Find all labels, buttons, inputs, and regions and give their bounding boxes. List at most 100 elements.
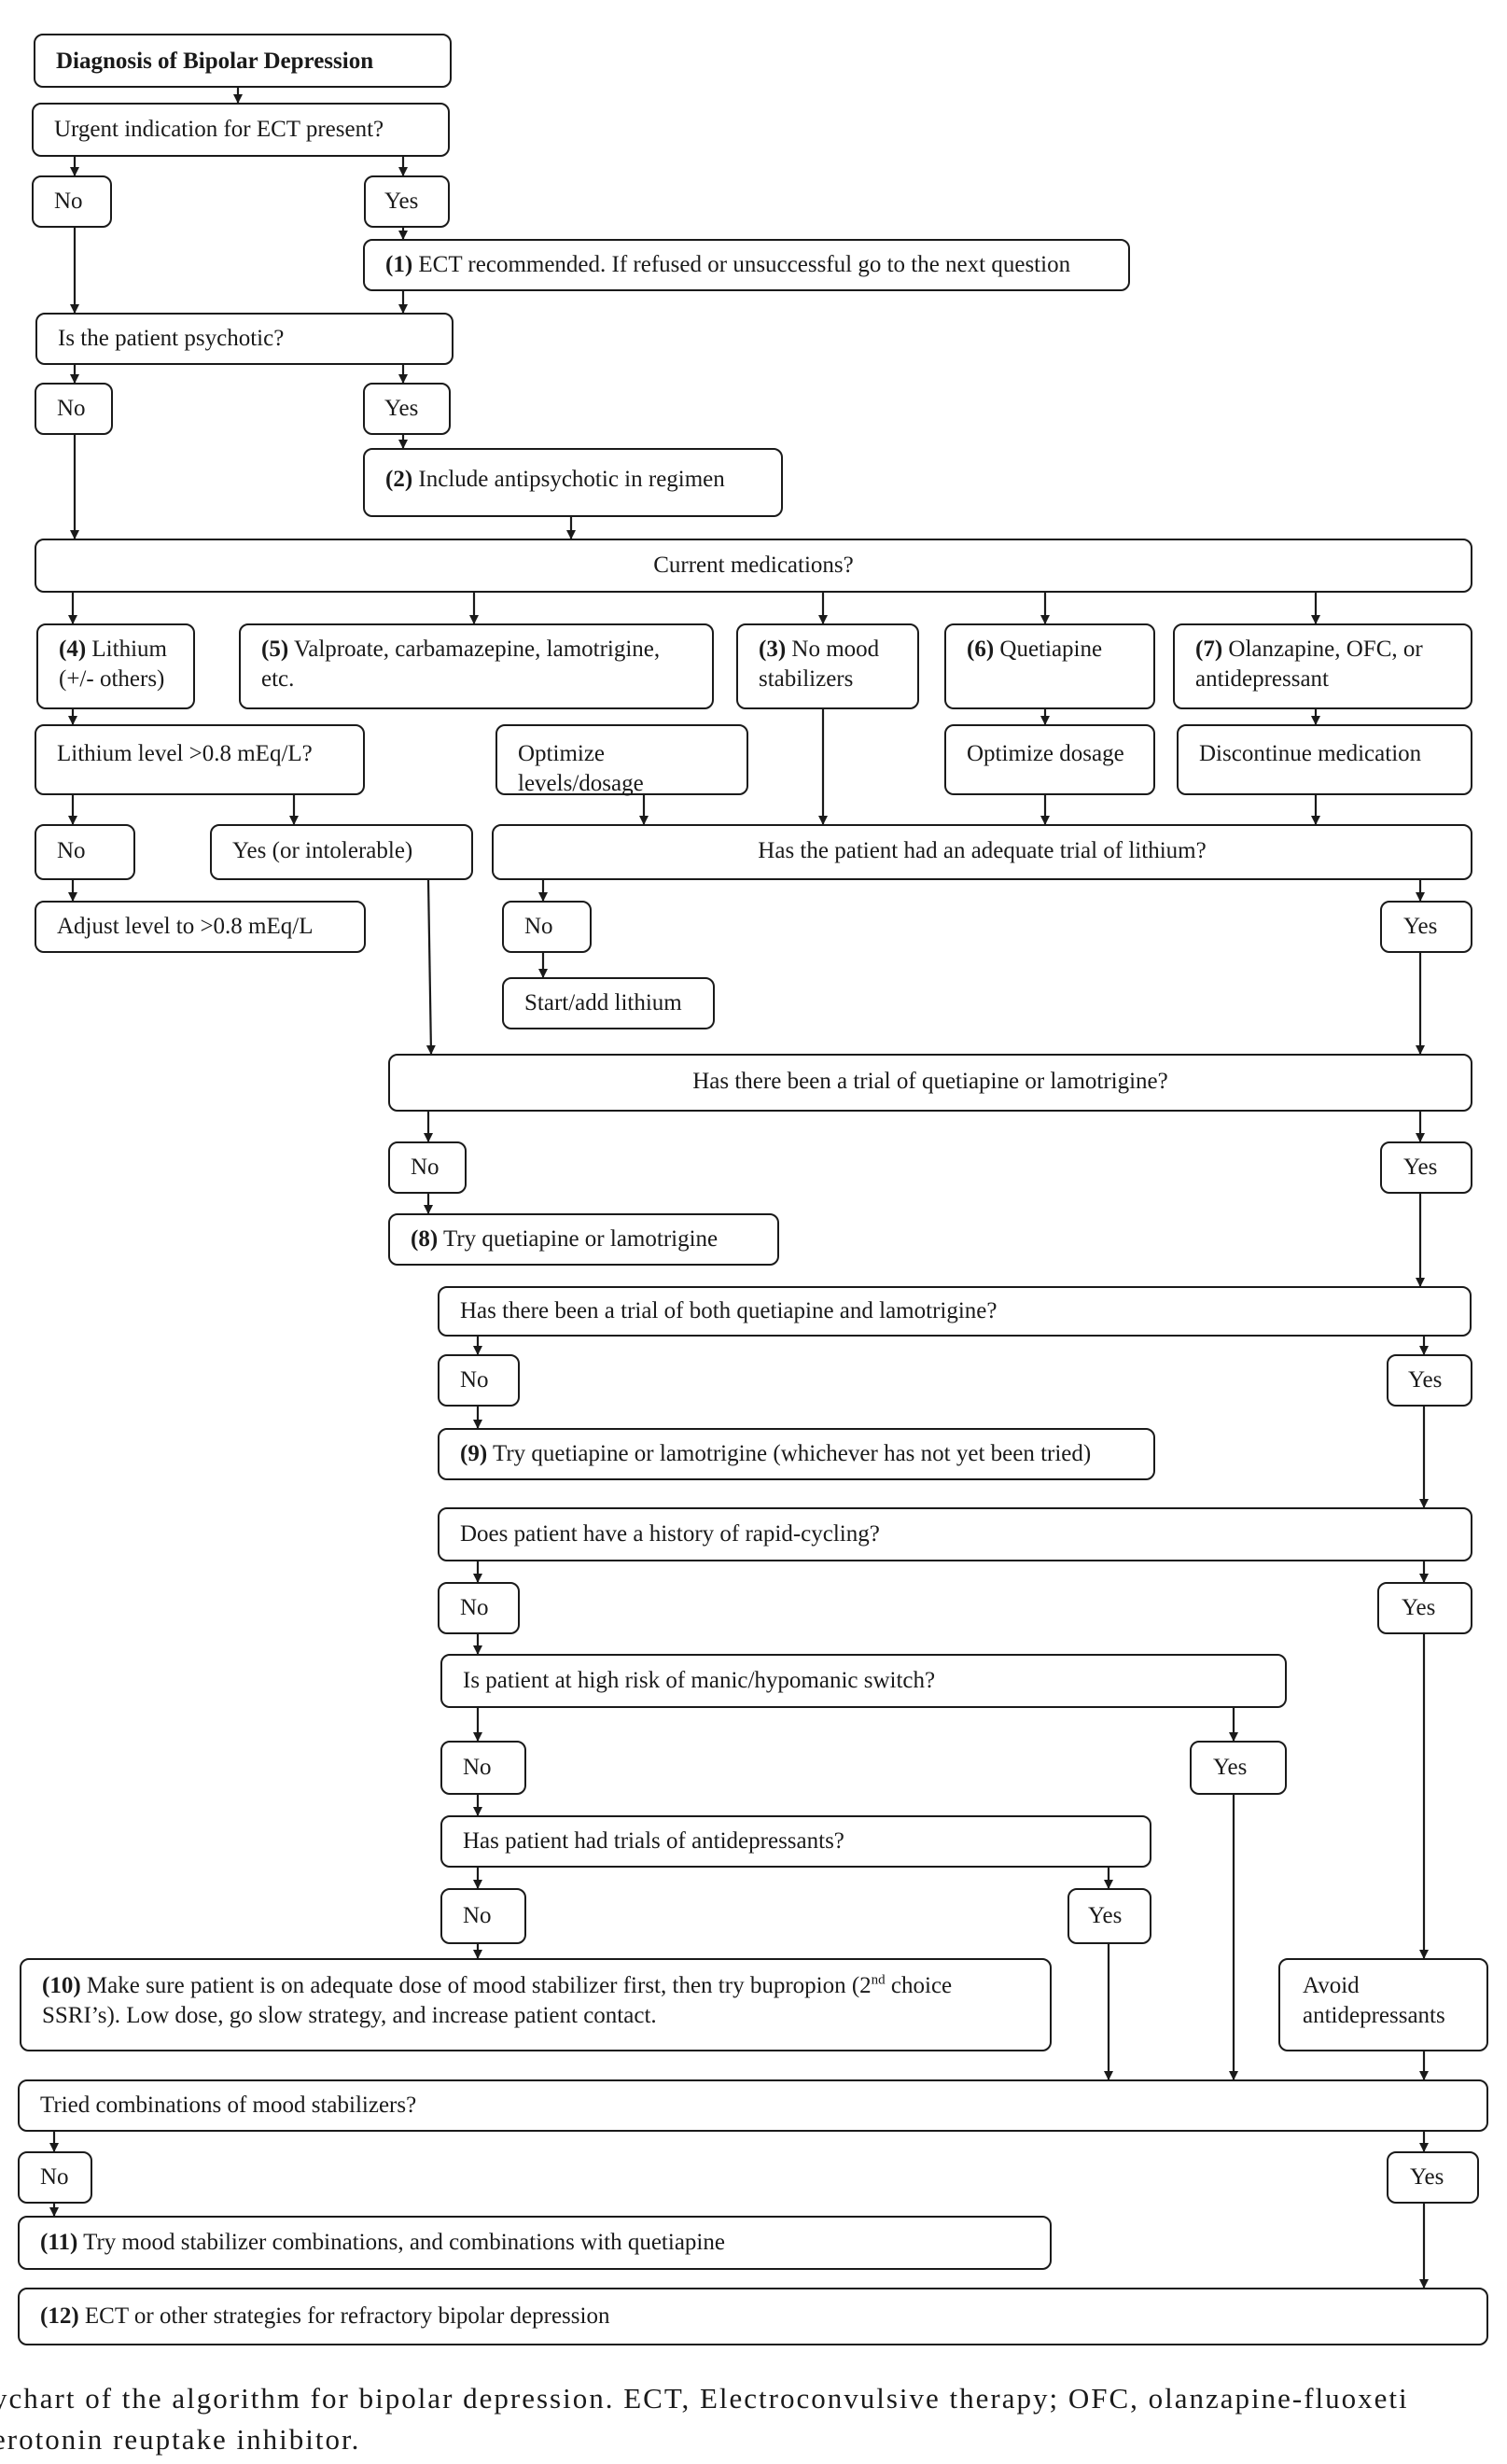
mood-stabilizer-combo-question: Tried combinations of mood stabilizers? bbox=[18, 2079, 1488, 2132]
rapid-no-box: No bbox=[438, 1582, 520, 1634]
antidepressant-trials-question: Has patient had trials of antidepressant… bbox=[440, 1815, 1151, 1868]
step-1-ect-recommended: (1) ECT recommended. If refused or unsuc… bbox=[363, 239, 1130, 291]
lithium-level-question: Lithium level >0.8 mEq/L? bbox=[35, 724, 365, 795]
switch-risk-question: Is patient at high risk of manic/hypoman… bbox=[440, 1654, 1287, 1708]
psych-no-label: No bbox=[57, 396, 86, 421]
figure-caption: ychart of the algorithm for bipolar depr… bbox=[0, 2378, 1507, 2464]
lithium-trial-text: Has the patient had an adequate trial of… bbox=[758, 838, 1207, 863]
adjust-level-text: Adjust level to >0.8 mEq/L bbox=[57, 914, 314, 939]
med-5-number: (5) bbox=[261, 637, 289, 662]
diagnosis-title-box: Diagnosis of Bipolar Depression bbox=[34, 34, 452, 88]
ql-yes-box: Yes bbox=[1380, 1141, 1472, 1194]
both-yes-box: Yes bbox=[1387, 1354, 1472, 1407]
med-4-number: (4) bbox=[59, 637, 87, 662]
urgent-ect-question: Urgent indication for ECT present? bbox=[32, 103, 450, 157]
step-12-refractory: (12) ECT or other strategies for refract… bbox=[18, 2288, 1488, 2345]
step-10-text-b: choice SSRI’s). Low dose, go slow strate… bbox=[42, 1973, 953, 2028]
ql-yes-label: Yes bbox=[1403, 1155, 1438, 1180]
antidepressant-trials-text: Has patient had trials of antidepressant… bbox=[463, 1828, 844, 1854]
combo-yes-label: Yes bbox=[1410, 2164, 1444, 2190]
adjust-level-box: Adjust level to >0.8 mEq/L bbox=[35, 901, 366, 953]
discontinue-medication-text: Discontinue medication bbox=[1199, 741, 1422, 766]
med-5-valproate: (5) Valproate, carbamazepine, lamotrigin… bbox=[239, 623, 714, 709]
step-10-text-a: Make sure patient is on adequate dose of… bbox=[86, 1973, 872, 1998]
optimize-levels-text: Optimize levels/dosage bbox=[518, 741, 644, 796]
med-7-number: (7) bbox=[1195, 637, 1223, 662]
both-no-label: No bbox=[460, 1367, 489, 1393]
ad-no-box: No bbox=[440, 1888, 526, 1944]
diagnosis-title: Diagnosis of Bipolar Depression bbox=[56, 49, 374, 74]
step-10-number: (10) bbox=[42, 1973, 81, 1998]
lithium-trial-yes-label: Yes bbox=[1403, 914, 1438, 939]
avoid-antidepressants-text: Avoid antidepressants bbox=[1303, 1973, 1445, 2028]
ad-no-label: No bbox=[463, 1903, 492, 1928]
med-4-lithium: (4) Lithium (+/- others) bbox=[36, 623, 195, 709]
both-trial-text: Has there been a trial of both quetiapin… bbox=[460, 1298, 998, 1323]
ect-yes-box: Yes bbox=[364, 175, 450, 228]
step-12-text: ECT or other strategies for refractory b… bbox=[84, 2303, 610, 2329]
mood-stabilizer-combo-text: Tried combinations of mood stabilizers? bbox=[40, 2093, 417, 2118]
rapid-yes-label: Yes bbox=[1402, 1595, 1436, 1620]
lithium-level-no-box: No bbox=[35, 824, 135, 880]
combo-yes-box: Yes bbox=[1387, 2151, 1479, 2204]
psych-yes-box: Yes bbox=[363, 383, 451, 435]
ql-no-label: No bbox=[411, 1155, 440, 1180]
med-3-no-mood-stabilizers: (3) No mood stabilizers bbox=[736, 623, 919, 709]
switch-no-box: No bbox=[440, 1741, 526, 1795]
ad-yes-label: Yes bbox=[1088, 1903, 1123, 1928]
combo-no-box: No bbox=[18, 2151, 92, 2204]
discontinue-medication-box: Discontinue medication bbox=[1177, 724, 1472, 795]
lithium-trial-no-box: No bbox=[502, 901, 592, 953]
start-lithium-box: Start/add lithium bbox=[502, 977, 715, 1029]
switch-risk-text: Is patient at high risk of manic/hypoman… bbox=[463, 1668, 936, 1693]
step-8-try-quetiapine: (8) Try quetiapine or lamotrigine bbox=[388, 1213, 779, 1266]
step-2-text: Include antipsychotic in regimen bbox=[418, 467, 725, 492]
med-3-text: No mood stabilizers bbox=[759, 637, 880, 692]
step-9-text: Try quetiapine or lamotrigine (whichever… bbox=[492, 1441, 1092, 1466]
switch-yes-box: Yes bbox=[1190, 1741, 1287, 1795]
caption-line-2: erotonin reuptake inhibitor. bbox=[0, 2423, 361, 2456]
lithium-level-text: Lithium level >0.8 mEq/L? bbox=[57, 741, 313, 766]
lithium-level-no-label: No bbox=[57, 838, 86, 863]
med-6-text: Quetiapine bbox=[999, 637, 1103, 662]
step-9-number: (9) bbox=[460, 1441, 488, 1466]
step-11-number: (11) bbox=[40, 2230, 78, 2255]
switch-yes-label: Yes bbox=[1213, 1755, 1248, 1780]
step-12-number: (12) bbox=[40, 2303, 79, 2329]
step-1-number: (1) bbox=[385, 252, 413, 277]
quetiapine-lamotrigine-trial-text: Has there been a trial of quetiapine or … bbox=[692, 1069, 1168, 1094]
step-9-try-untried: (9) Try quetiapine or lamotrigine (which… bbox=[438, 1428, 1155, 1480]
psych-no-box: No bbox=[35, 383, 113, 435]
med-6-quetiapine: (6) Quetiapine bbox=[944, 623, 1155, 709]
med-7-text: Olanzapine, OFC, or antidepressant bbox=[1195, 637, 1423, 692]
med-4-text: Lithium (+/- others) bbox=[59, 637, 167, 692]
rapid-no-label: No bbox=[460, 1595, 489, 1620]
ect-no-box: No bbox=[32, 175, 112, 228]
psychotic-question: Is the patient psychotic? bbox=[35, 313, 453, 365]
med-3-number: (3) bbox=[759, 637, 787, 662]
lithium-trial-yes-box: Yes bbox=[1380, 901, 1472, 953]
both-trial-question: Has there been a trial of both quetiapin… bbox=[438, 1286, 1472, 1337]
both-yes-label: Yes bbox=[1408, 1367, 1443, 1393]
step-10-bupropion: (10) Make sure patient is on adequate do… bbox=[20, 1958, 1052, 2051]
switch-no-label: No bbox=[463, 1755, 492, 1780]
ect-yes-label: Yes bbox=[384, 189, 419, 214]
optimize-levels-box: Optimize levels/dosage bbox=[495, 724, 748, 796]
rapid-cycling-text: Does patient have a history of rapid-cyc… bbox=[460, 1521, 880, 1547]
psychotic-question-text: Is the patient psychotic? bbox=[58, 326, 285, 351]
ql-no-box: No bbox=[388, 1141, 467, 1194]
lithium-trial-no-label: No bbox=[524, 914, 553, 939]
start-lithium-text: Start/add lithium bbox=[524, 990, 682, 1015]
avoid-antidepressants-box: Avoid antidepressants bbox=[1278, 1958, 1488, 2051]
current-medications-text: Current medications? bbox=[653, 553, 854, 578]
med-7-olanzapine: (7) Olanzapine, OFC, or antidepressant bbox=[1173, 623, 1472, 709]
ect-no-label: No bbox=[54, 189, 83, 214]
quetiapine-lamotrigine-trial-question: Has there been a trial of quetiapine or … bbox=[388, 1054, 1472, 1112]
step-2-number: (2) bbox=[385, 467, 413, 492]
step-10-superscript: nd bbox=[871, 1972, 886, 1988]
caption-line-1: ychart of the algorithm for bipolar depr… bbox=[0, 2382, 1409, 2415]
step-8-text: Try quetiapine or lamotrigine bbox=[442, 1226, 719, 1252]
step-2-antipsychotic: (2) Include antipsychotic in regimen bbox=[363, 448, 783, 517]
rapid-cycling-question: Does patient have a history of rapid-cyc… bbox=[438, 1507, 1472, 1561]
